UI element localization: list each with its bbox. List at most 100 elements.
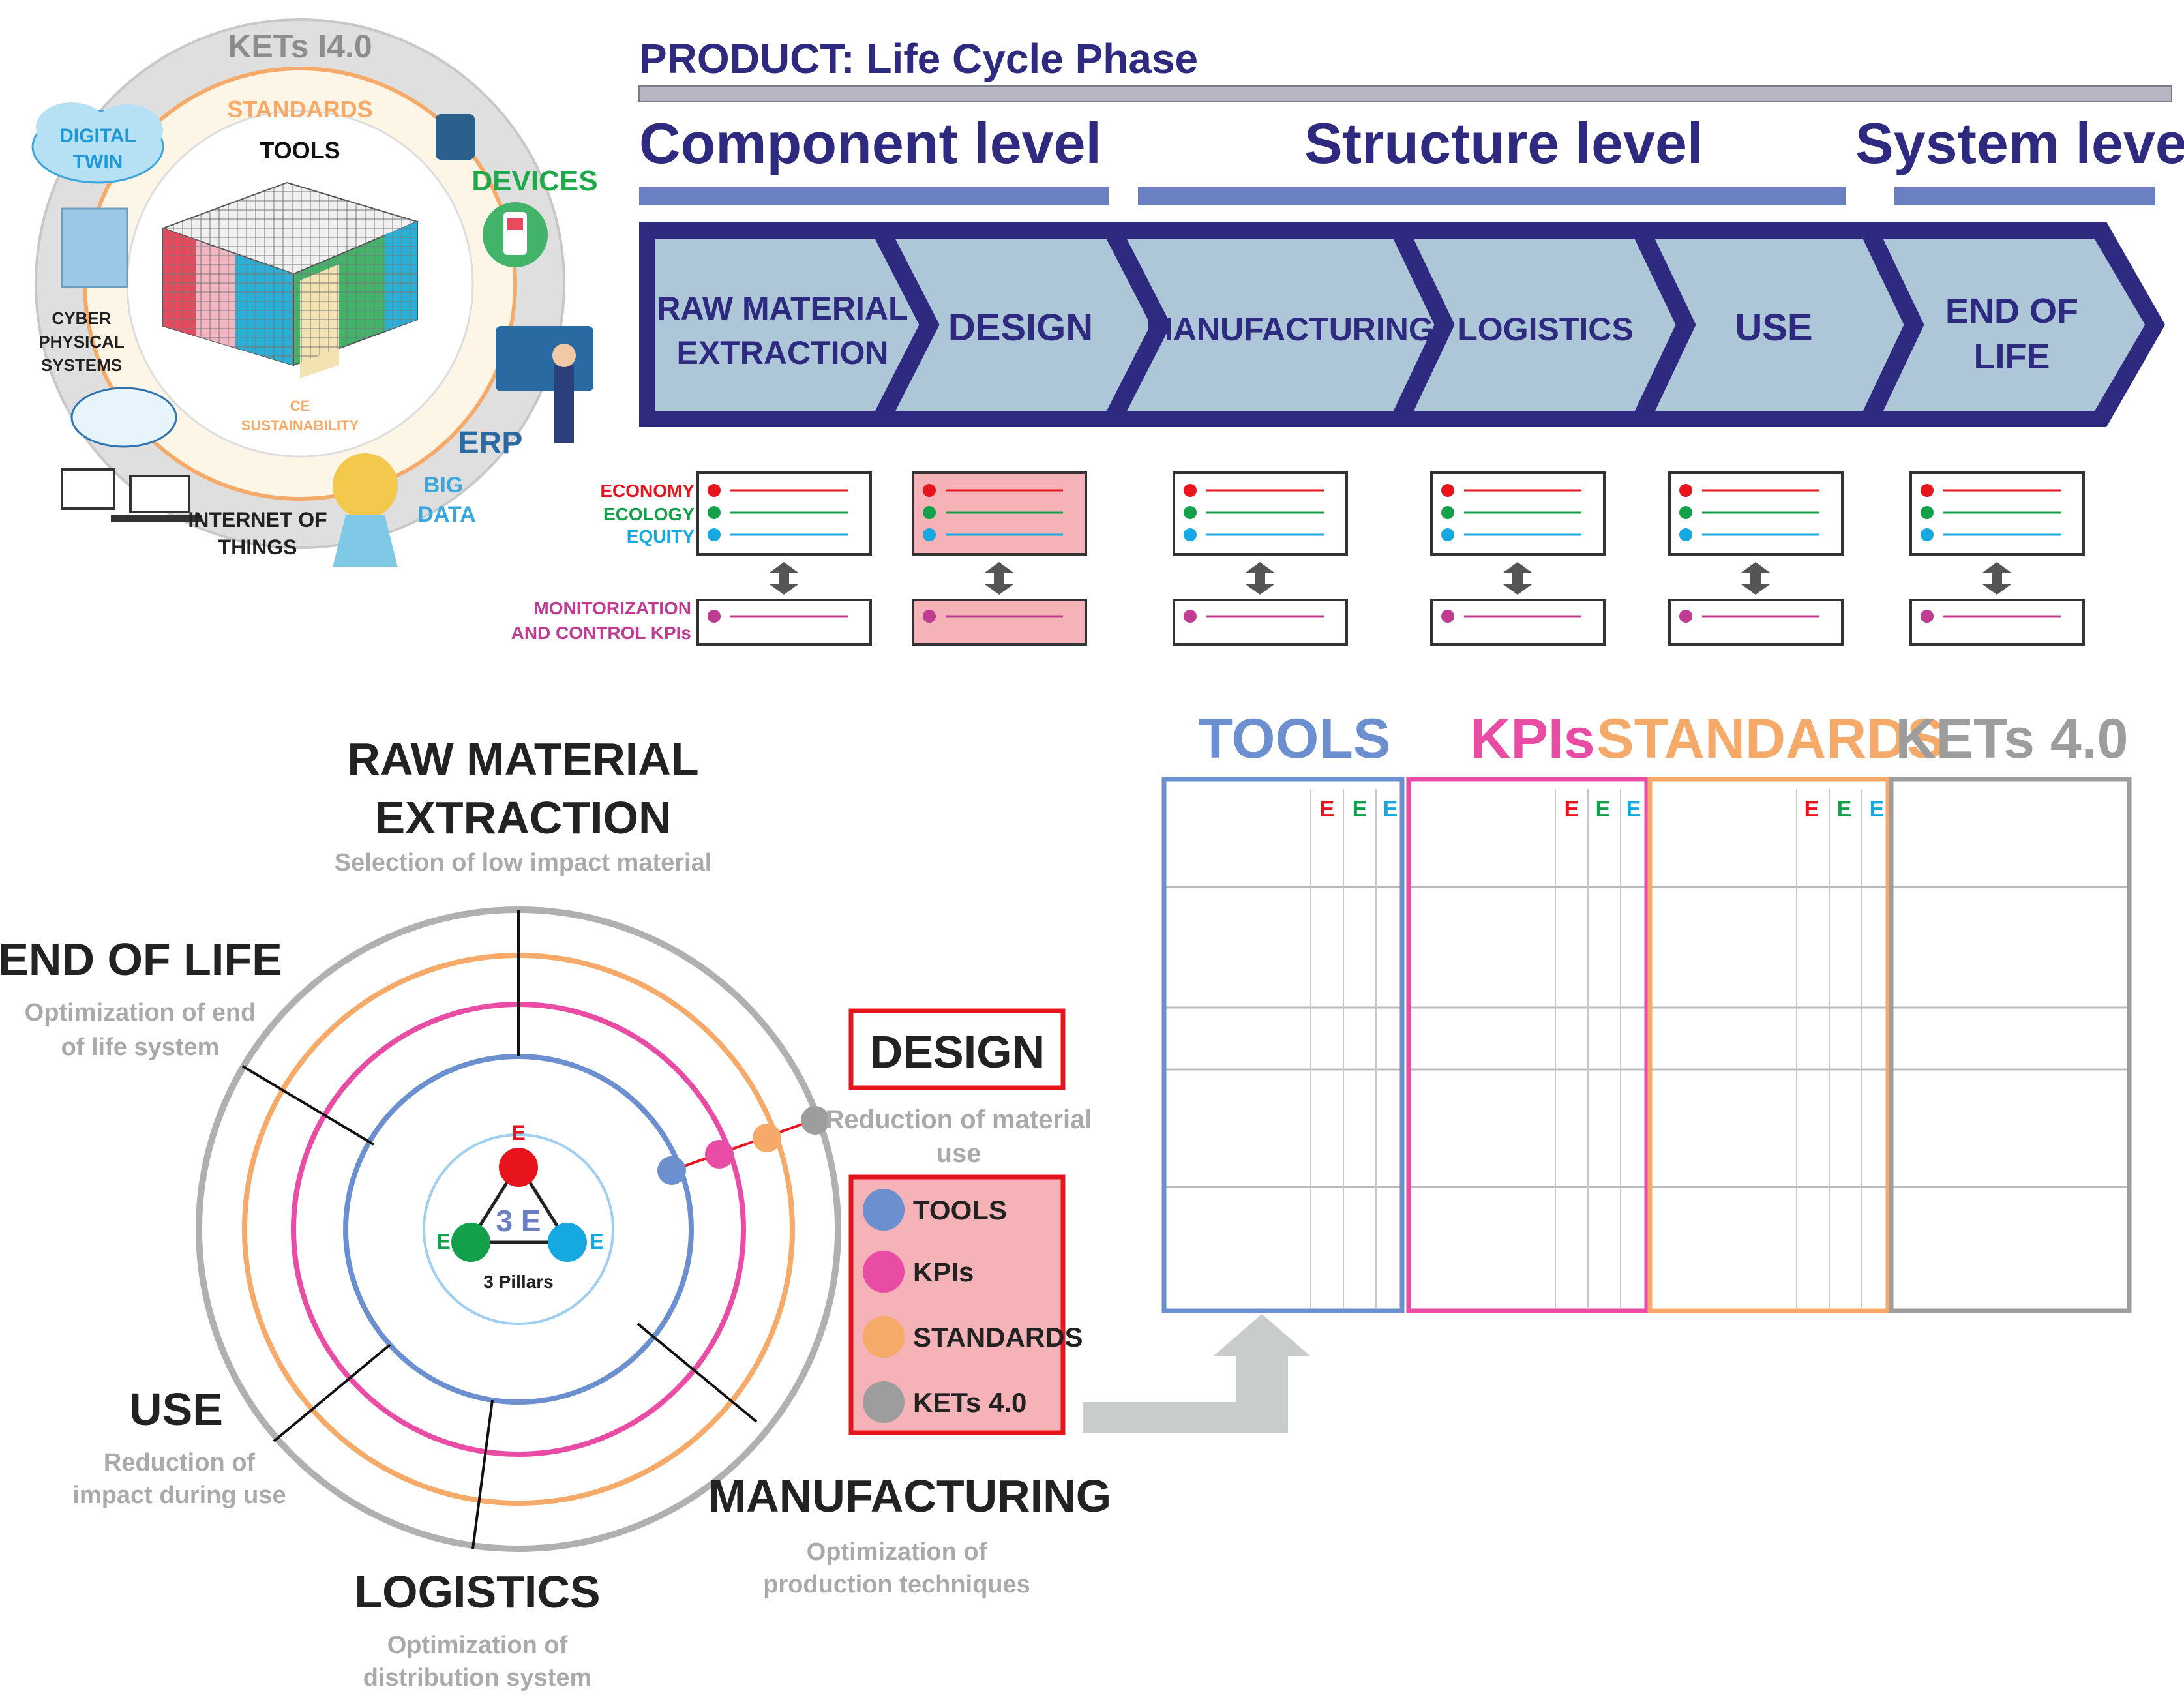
- pillar-e-header: E: [1564, 797, 1579, 822]
- monitorization-label-1: MONITORIZATION: [533, 598, 691, 618]
- phase-label-eol-1: END OF: [1945, 291, 2078, 331]
- pillar-bullet: [1441, 506, 1454, 519]
- tools-title: TOOLS: [260, 137, 340, 164]
- bidirectional-arrow-icon: [985, 562, 1013, 595]
- kpi-monitor-box: [1668, 599, 1844, 646]
- pillar-e-header: E: [1804, 797, 1819, 822]
- pillar-bullet: [1679, 484, 1692, 497]
- bidirectional-arrow-icon: [1503, 562, 1532, 595]
- wheel-divider: [471, 1399, 494, 1549]
- table-header-kets: KETs 4.0: [1896, 708, 2129, 770]
- erp-screen-icon: [496, 326, 593, 391]
- internet-of-things-icon: [61, 387, 202, 522]
- phase-logistics: [1403, 233, 1683, 417]
- standards-title: STANDARDS: [227, 96, 372, 123]
- pillar-bullet: [923, 484, 936, 497]
- segment-raw-desc: Selection of low impact material: [335, 849, 712, 876]
- pillar-bullet: [1184, 506, 1197, 519]
- phase-end-of-life: [1873, 233, 2153, 417]
- design-desc-1: Reduction of material: [826, 1105, 1092, 1134]
- pillar-bullet: [1184, 484, 1197, 497]
- big-data-label: BIG: [424, 473, 463, 498]
- three-e-triangle: [466, 1161, 571, 1244]
- component-level-bar: [639, 187, 1109, 205]
- bidirectional-arrow-icon: [770, 562, 798, 595]
- server-icon: [436, 114, 475, 160]
- segment-use-title: USE: [129, 1384, 223, 1435]
- phase-raw-material: [649, 233, 927, 417]
- kpi-monitor-box: [1909, 599, 2085, 646]
- design-box-title: DESIGN: [870, 1026, 1045, 1077]
- bidirectional-arrow-icon: [1982, 562, 2011, 595]
- legend-tools-label: TOOLS: [913, 1195, 1007, 1225]
- system-level-bar: [1894, 187, 2155, 205]
- legend-kpis-label: KPIs: [913, 1257, 974, 1287]
- legend-kets-label: KETs 4.0: [913, 1387, 1026, 1418]
- kpi-bullet: [1441, 610, 1454, 623]
- segment-logistics-desc-1: Optimization of: [387, 1632, 568, 1659]
- segment-manufacturing-desc-2: production techniques: [763, 1571, 1030, 1598]
- structure-level-bar: [1138, 187, 1846, 205]
- pillar-bullet: [1441, 484, 1454, 497]
- pillar-e-header: E: [1353, 797, 1368, 822]
- design-desc-2: use: [936, 1139, 981, 1168]
- phase-label-eol-2: LIFE: [1974, 337, 2050, 376]
- pillar-e-header: E: [1596, 797, 1611, 822]
- pillar-bullet: [923, 528, 936, 541]
- economy-label: ECONOMY: [600, 481, 695, 501]
- kpi-bullet: [1184, 610, 1197, 623]
- design-tools-dot: [657, 1156, 686, 1185]
- structure-level-title: Structure level: [1304, 111, 1703, 175]
- monitorization-label-2: AND CONTROL KPIs: [511, 623, 691, 643]
- wheel-divider: [273, 1343, 391, 1442]
- ecology-label: ECOLOGY: [603, 504, 695, 524]
- kpi-bullet: [923, 610, 936, 623]
- phase-design: [884, 233, 1158, 417]
- phase-label-logistics: LOGISTICS: [1458, 311, 1633, 348]
- cyber-physical-icon: [61, 207, 128, 288]
- design-box: [848, 1008, 1066, 1090]
- pillar-bullet: [1441, 528, 1454, 541]
- table-header-standards: STANDARDS: [1596, 708, 1945, 770]
- pillar-bullet: [1184, 528, 1197, 541]
- sustainability-label: SUSTAINABILITY: [241, 417, 359, 434]
- equity-e: E: [590, 1230, 603, 1253]
- kets-title: KETs I4.0: [228, 28, 372, 65]
- cyber-physical-label-2: PHYSICAL: [38, 332, 125, 351]
- kpi-bullet: [708, 610, 721, 623]
- big-data-label-2: DATA: [417, 502, 475, 527]
- wheel-legend: [848, 1174, 1066, 1435]
- wheel-divider: [636, 1323, 758, 1423]
- pillar-e-header: E: [1626, 797, 1641, 822]
- person-icon: [554, 365, 574, 443]
- digital-twin-label: DIGITAL: [59, 125, 136, 147]
- wheel-divider: [241, 1065, 375, 1146]
- design-standards-dot: [753, 1124, 781, 1152]
- ecology-e: E: [436, 1230, 450, 1253]
- iot-label-2: THINGS: [218, 535, 297, 559]
- legend-kpis-dot: [863, 1251, 905, 1293]
- segment-use-desc-1: Reduction of: [104, 1449, 256, 1476]
- pillar-bullet: [1921, 506, 1934, 519]
- product-bar: [638, 85, 2172, 102]
- ce-label: CE: [290, 398, 310, 414]
- kpi-monitor-box: [1173, 599, 1348, 646]
- phase-use: [1645, 233, 1911, 417]
- kets-circle-panel: KETs I4.0 STANDARDS TOOLS CE SUSTAINABIL…: [31, 18, 598, 567]
- phase-label-raw-2: EXTRACTION: [677, 335, 889, 371]
- ecology-pillar-dot: [451, 1223, 490, 1262]
- segment-eol-desc-1: Optimization of end: [25, 999, 256, 1026]
- kpi-monitor-box: [696, 599, 872, 646]
- three-e-title: 3 E: [496, 1204, 541, 1238]
- pillar-bullet: [708, 528, 721, 541]
- phase-label-use: USE: [1735, 306, 1812, 349]
- segment-manufacturing-title: MANUFACTURING: [708, 1471, 1111, 1521]
- wheel-panel: E E E 3 E 3 Pillars RAW MATERIAL EXTRACT…: [0, 734, 1311, 1692]
- system-level-title: System level: [1855, 111, 2184, 175]
- product-life-cycle-panel: PRODUCT: Life Cycle Phase Component leve…: [511, 35, 2184, 646]
- pillar-bullet: [1921, 528, 1934, 541]
- kpis-column-frame: [1406, 777, 1649, 1313]
- segment-eol-desc-2: of life system: [61, 1034, 220, 1061]
